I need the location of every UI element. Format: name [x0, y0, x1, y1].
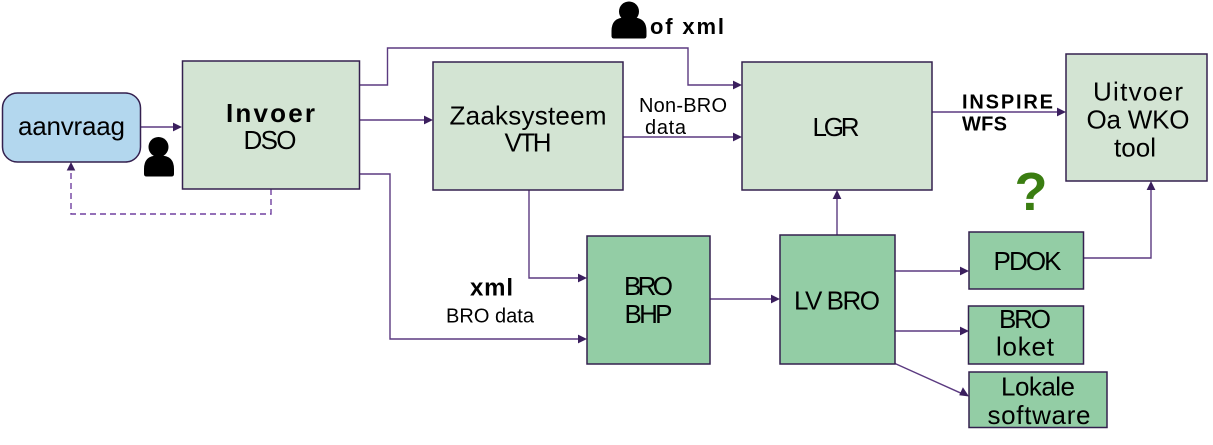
svg-text:data: data	[645, 117, 687, 139]
svg-text:BRO: BRO	[624, 271, 673, 301]
svg-text:BRO: BRO	[999, 304, 1051, 334]
svg-text:INSPIRE: INSPIRE	[962, 92, 1053, 114]
svg-text:LGR: LGR	[813, 112, 860, 142]
svg-text:software: software	[988, 400, 1091, 430]
svg-text:PDOK: PDOK	[994, 246, 1063, 276]
svg-text:Uitvoer: Uitvoer	[1093, 77, 1183, 107]
svg-text:aanvraag: aanvraag	[18, 111, 125, 141]
svg-text:WFS: WFS	[962, 114, 1007, 136]
svg-text:?: ?	[1015, 162, 1048, 222]
svg-text:BRO data: BRO data	[446, 306, 535, 328]
svg-text:loket: loket	[996, 332, 1055, 362]
svg-text:tool: tool	[1114, 133, 1156, 163]
svg-text:Oa WKO: Oa WKO	[1087, 105, 1190, 135]
svg-text:xml: xml	[470, 275, 513, 302]
svg-text:LV BRO: LV BRO	[794, 286, 880, 316]
svg-text:Zaaksysteem: Zaaksysteem	[450, 101, 607, 131]
svg-text:Non-BRO: Non-BRO	[639, 95, 727, 117]
svg-text:Invoer: Invoer	[226, 98, 315, 128]
svg-text:DSO: DSO	[244, 125, 297, 155]
svg-text:Lokale: Lokale	[1001, 372, 1075, 402]
svg-text:VTH: VTH	[505, 128, 552, 158]
svg-text:BHP: BHP	[625, 299, 673, 329]
svg-text:of xml: of xml	[650, 14, 724, 39]
